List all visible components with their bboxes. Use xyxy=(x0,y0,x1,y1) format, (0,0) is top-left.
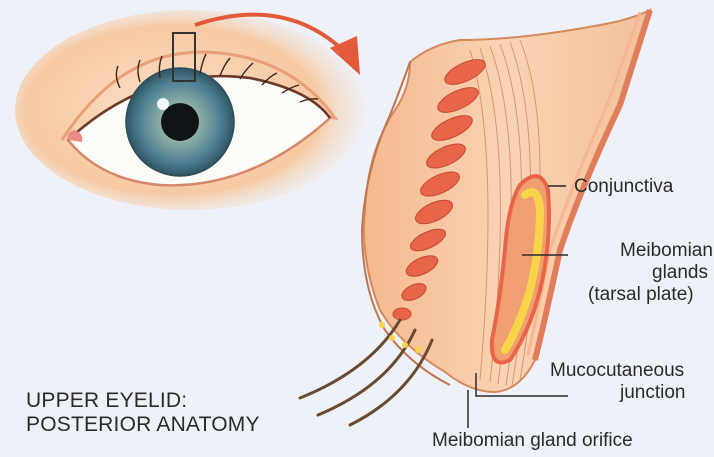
label-meibomian-line1: Meibomian xyxy=(620,240,713,262)
label-junction-line2: junction xyxy=(620,382,686,404)
label-conjunctiva: Conjunctiva xyxy=(574,176,673,198)
diagram-title-line1: UPPER EYELID: xyxy=(26,390,187,412)
label-meibomian-line2: glands xyxy=(652,262,708,284)
label-junction-line1: Mucocutaneous xyxy=(550,360,684,382)
lashes xyxy=(300,320,432,425)
eye-illustration xyxy=(15,10,365,210)
eye-highlight xyxy=(157,98,169,110)
diagram-title-line2: POSTERIOR ANATOMY xyxy=(26,414,260,436)
label-gland-orifice: Meibomian gland orifice xyxy=(432,430,633,452)
label-meibomian-line3: (tarsal plate) xyxy=(588,284,694,306)
